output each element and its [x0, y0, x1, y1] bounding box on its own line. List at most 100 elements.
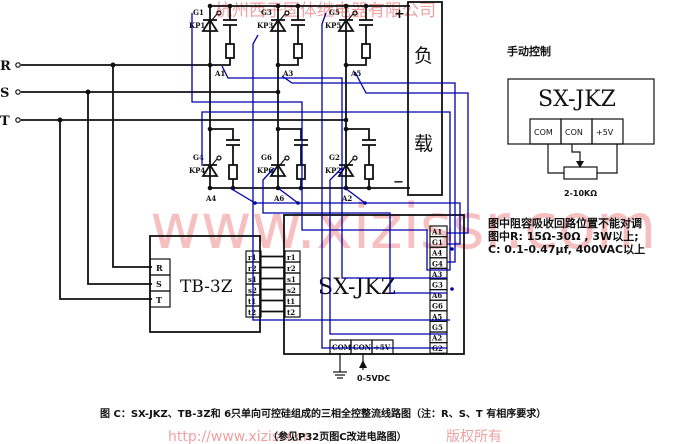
- tb3z-input-label: T: [156, 295, 162, 305]
- potentiometer: [563, 166, 598, 180]
- gate-label: G4: [193, 153, 204, 162]
- snubber-resistor: [228, 164, 238, 180]
- gate-terminal: [284, 155, 290, 161]
- thyristor-label: KP6: [257, 166, 273, 175]
- tb3z-output-label: r1: [248, 253, 257, 262]
- manual-control-heading: 手动控制: [507, 44, 551, 58]
- load-label-bottom: 载: [414, 133, 433, 155]
- gate-terminal: [216, 10, 222, 16]
- load-box: [407, 1, 443, 196]
- caption-main: 图 C：SX-JKZ、TB-3Z和 6只单向可控硅组成的三相全控整流线路图（注：…: [100, 407, 546, 420]
- sxjkz-input-label: t1: [287, 297, 295, 306]
- wiper-arrow-icon: [576, 161, 584, 168]
- anode-label: A3: [282, 69, 293, 78]
- gate-label: G1: [193, 8, 204, 17]
- thyristor-bridge: A1G1KP1A4G4KP4A3G3KP3A6G6KP6A5G5KP5A2G2K…: [189, 3, 376, 203]
- note-line-3: C: 0.1-0.47μf, 400VAC以上: [488, 242, 645, 256]
- gate-label: G6: [261, 153, 272, 162]
- snubber-resistor: [364, 164, 374, 180]
- watermark-copyright: 版权所有: [446, 429, 502, 444]
- phase-s-terminal: [15, 89, 21, 95]
- sxjkz-output-label: G4: [432, 259, 443, 268]
- tb3z-title: TB-3Z: [180, 277, 233, 297]
- note-line-1: 图中阻容吸收回路位置不能对调: [488, 216, 642, 230]
- anode-label: A1: [214, 69, 225, 78]
- phase-lines: R S T: [0, 59, 347, 300]
- thyristor-label: KP3: [257, 21, 273, 30]
- notes: 图中阻容吸收回路位置不能对调 图中R: 15Ω-30Ω , 3W以上; C: 0…: [488, 216, 645, 256]
- manual-terminal: [591, 118, 624, 145]
- phase-t-label: T: [0, 114, 10, 129]
- sxjkz-module: SX-JKZ r1 r2 s1 s2 t1 t2 A1G1A4G4A3G3A6G6A5G5…: [283, 214, 465, 383]
- gate-terminal: [216, 155, 222, 161]
- sxjkz-output-label: A2: [431, 334, 442, 343]
- sxjkz-output-label: G3: [432, 281, 443, 290]
- sxjkz-bottom-terminal: [371, 339, 394, 355]
- phase-s-label: S: [0, 86, 9, 101]
- watermark-url-footer: http://www.xizissr.cn: [168, 429, 312, 444]
- thyristor-label: KP2: [325, 166, 341, 175]
- manual-terminal-label: CON: [565, 128, 583, 137]
- phase-r-label: R: [0, 59, 11, 74]
- gate-label: G3: [261, 8, 272, 17]
- gate-terminal: [352, 155, 358, 161]
- anode-label: A4: [205, 194, 216, 203]
- potentiometer-value: 2-10KΩ: [564, 189, 597, 198]
- tb3z-output-label: t1: [248, 297, 256, 306]
- snubber-resistor: [293, 43, 303, 59]
- sxjkz-input-label: t2: [287, 308, 295, 317]
- anode-label: A2: [341, 194, 352, 203]
- thyristor-label: KP1: [189, 21, 205, 30]
- phase-r-terminal: [15, 62, 21, 68]
- note-line-2: 图中R: 15Ω-30Ω , 3W以上;: [488, 229, 639, 243]
- sxjkz-input-label: s2: [287, 286, 296, 295]
- load-label-top: 负: [414, 45, 433, 67]
- sxjkz-output-label: A4: [431, 249, 442, 258]
- snubber-resistor: [296, 164, 306, 180]
- sxjkz-output-label: A3: [431, 270, 442, 279]
- tb3z-output-label: r2: [248, 264, 257, 273]
- manual-terminal-label: +5V: [596, 128, 614, 137]
- load-plus: +: [394, 7, 405, 22]
- sxjkz-output-label: A1: [431, 228, 442, 237]
- tb3z-input-terminal: [149, 290, 171, 308]
- sxjkz-output-label: G5: [432, 323, 443, 332]
- sxjkz-input-label: s1: [287, 275, 296, 284]
- sxjkz-title: SX-JKZ: [318, 275, 396, 300]
- tb3z-output-label: t2: [248, 308, 256, 317]
- watermark-url-big: www.xizissr.com: [150, 190, 656, 263]
- thyristor-label: KP5: [325, 21, 341, 30]
- tb3z-input-label: R: [156, 263, 163, 273]
- gate-wiring: [191, 12, 469, 349]
- gate-terminal: [352, 10, 358, 16]
- load-minus: −: [393, 175, 404, 190]
- control-voltage-label: 0-5VDC: [357, 374, 390, 383]
- sxjkz-output-label: A5: [431, 312, 442, 321]
- caption-sub: （参见P32页图C改进电路图）: [268, 430, 407, 443]
- snubber-resistor: [225, 43, 235, 59]
- manual-terminal-label: COM: [534, 128, 553, 137]
- snubber-resistor: [361, 43, 371, 59]
- gate-label: G2: [329, 153, 340, 162]
- tb3z-input-label: S: [156, 279, 162, 289]
- arrow-up-icon: [359, 360, 367, 368]
- phase-t-terminal: [15, 117, 21, 123]
- sxjkz-output-label: G1: [432, 238, 443, 247]
- anode-label: A6: [273, 194, 284, 203]
- sxjkz-output-label: A6: [431, 291, 442, 300]
- gate-label: G5: [329, 8, 340, 17]
- manual-control-panel: 手动控制 SX-JKZ COM CON +5V 2-10KΩ: [507, 44, 655, 198]
- sxjkz-output-label: G6: [432, 302, 443, 311]
- gate-terminal: [284, 10, 290, 16]
- manual-sxjkz-title: SX-JKZ: [538, 87, 616, 112]
- sxjkz-input-label: r2: [287, 264, 296, 273]
- sxjkz-input-label: r1: [287, 253, 296, 262]
- thyristor-label: KP4: [189, 166, 205, 175]
